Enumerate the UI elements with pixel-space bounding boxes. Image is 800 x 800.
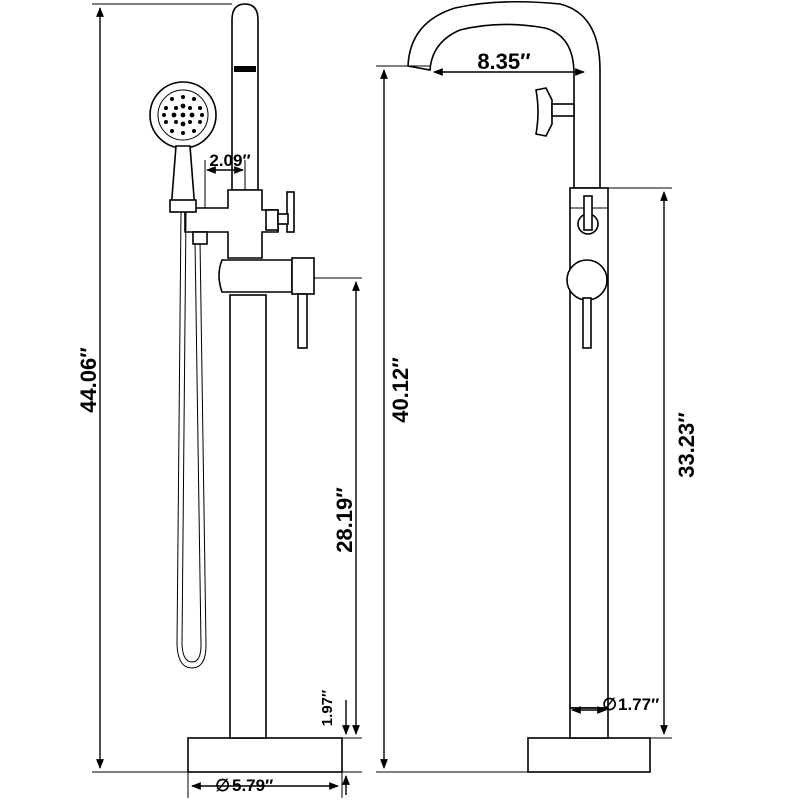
front-mixer-lever: [297, 293, 308, 349]
front-column: [231, 3, 259, 191]
handshower-hose-inner: [181, 211, 202, 663]
pipe-diameter-symbol: ∅: [602, 695, 617, 714]
side-dimensions: 40.12″ 8.35″ 33.23″ ∅ 1.77″: [376, 49, 699, 773]
base-diameter-symbol: ∅: [215, 776, 230, 795]
spout-height-label: 40.12″: [388, 357, 413, 423]
front-diverter-stem: [277, 213, 289, 225]
front-spout-band: [234, 66, 256, 72]
side-base: [527, 737, 651, 773]
total-height-label: 44.06″: [76, 347, 101, 413]
front-lower-column: [229, 294, 267, 739]
side-mixer-lever: [582, 297, 592, 349]
side-view: [407, 0, 651, 773]
handle-height-label: 28.19″: [332, 487, 357, 553]
spout-reach-label: 8.35″: [477, 49, 531, 74]
side-mixer-knob: [566, 259, 608, 301]
side-holder-arm: [551, 103, 575, 117]
front-diverter-knob: [265, 209, 279, 231]
front-mixer-cap: [291, 257, 315, 295]
handshower-offset-label: 2.09″: [209, 151, 250, 170]
body-height-label: 33.23″: [674, 412, 699, 478]
side-gooseneck: [407, 0, 601, 189]
side-diverter-lever: [583, 195, 593, 231]
handshower-face: [157, 89, 209, 141]
front-base: [187, 737, 343, 773]
base-diameter-label: 5.79″: [232, 776, 273, 795]
front-diverter-lever: [286, 191, 295, 233]
hose-connector: [192, 231, 208, 245]
front-dimensions: 44.06″ 2.09″ 28.19″ 1.97″ ∅ 5.79″: [76, 3, 362, 798]
front-diverter-body: [184, 189, 279, 259]
handshower-grip-band: [169, 199, 197, 213]
side-handshower-holder: [535, 87, 553, 137]
handshower-nozzles: [162, 95, 204, 135]
front-mixer-body: [218, 259, 293, 293]
base-thickness-label: 1.97″: [319, 690, 336, 726]
front-view: [149, 3, 343, 773]
pipe-diameter-label: 1.77″: [618, 695, 659, 714]
handshower-hose: [176, 211, 207, 669]
